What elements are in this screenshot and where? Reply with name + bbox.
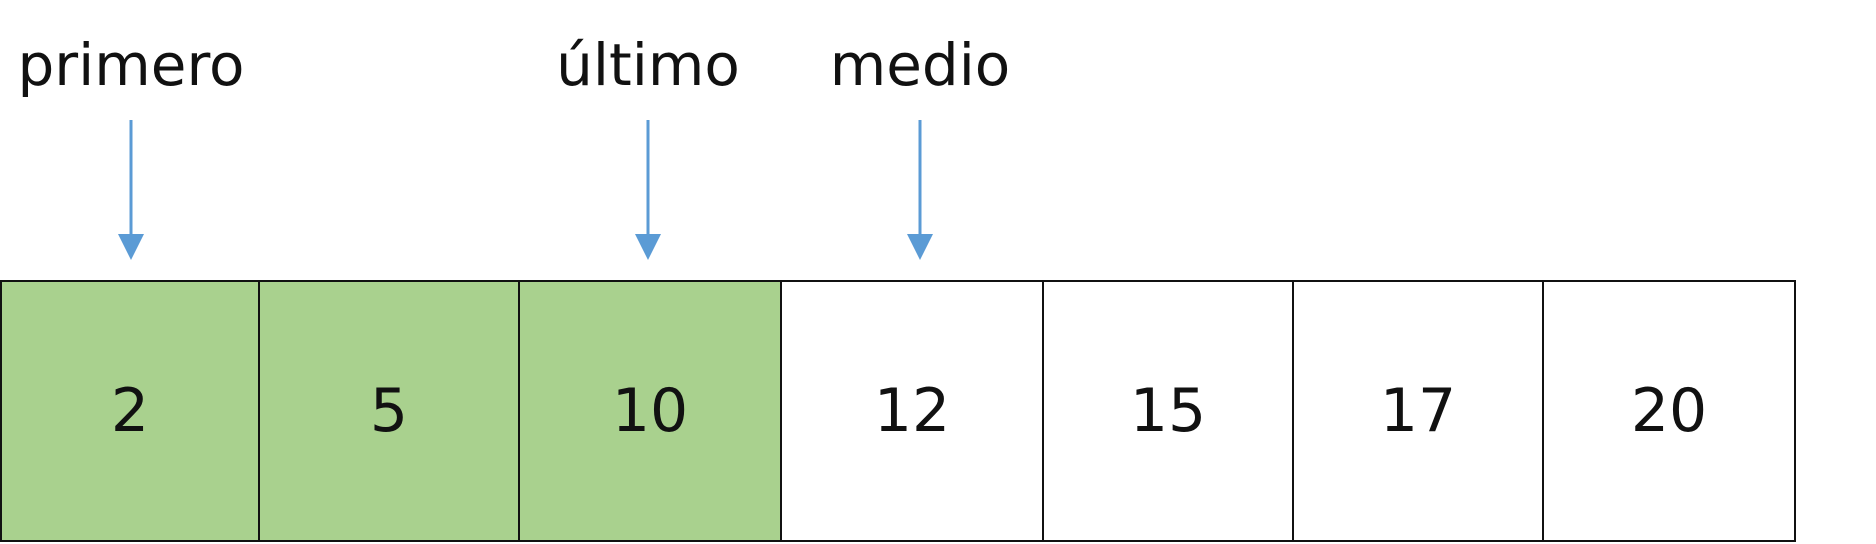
array-cell-2: 10 (518, 280, 782, 542)
array-cell-3: 12 (780, 280, 1044, 542)
array-cell-0: 2 (0, 280, 260, 542)
array-cell-value: 17 (1379, 376, 1457, 446)
array-cell-value: 2 (110, 376, 150, 446)
arrow-down-icon (635, 234, 661, 260)
pointer-arrow-shaft-ultimo (646, 120, 650, 234)
pointer-arrow-shaft-primero (129, 120, 133, 234)
pointer-label-primero: primero (17, 31, 245, 99)
array-cell-value: 15 (1129, 376, 1207, 446)
pointer-label-medio: medio (829, 31, 1011, 99)
pointer-arrow-shaft-medio (918, 120, 922, 234)
array-cell-6: 20 (1542, 280, 1796, 542)
array-cell-value: 20 (1630, 376, 1708, 446)
arrow-down-icon (118, 234, 144, 260)
array-cell-value: 5 (369, 376, 409, 446)
array-cell-value: 12 (873, 376, 951, 446)
array-cell-4: 15 (1042, 280, 1294, 542)
array-cell-5: 17 (1292, 280, 1544, 542)
arrow-down-icon (907, 234, 933, 260)
array-cell-value: 10 (611, 376, 689, 446)
array-cell-1: 5 (258, 280, 520, 542)
pointer-label-ultimo: último (556, 31, 740, 99)
